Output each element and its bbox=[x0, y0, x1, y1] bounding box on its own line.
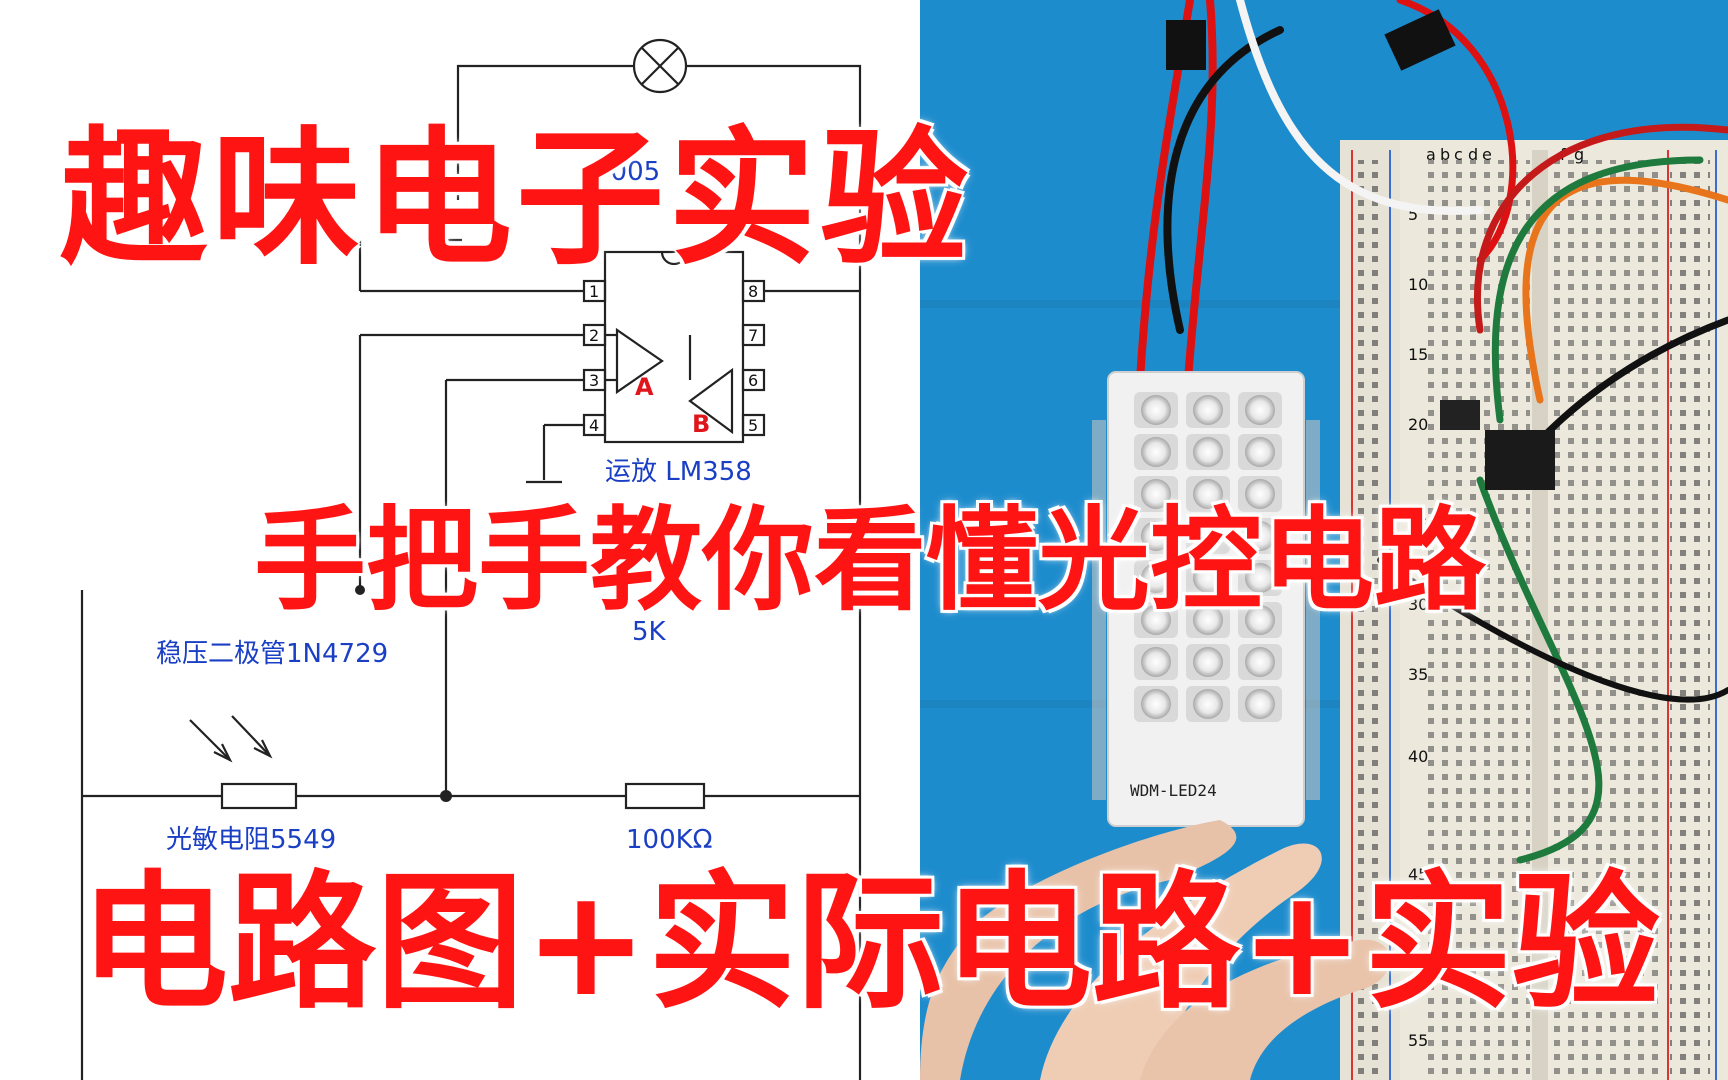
led-lens bbox=[1141, 521, 1171, 551]
led-lens bbox=[1141, 479, 1171, 509]
led-lens bbox=[1141, 605, 1171, 635]
led-lens bbox=[1193, 395, 1223, 425]
breadboard-column-label: b bbox=[1440, 145, 1450, 164]
breadboard-row-label: 30 bbox=[1408, 595, 1428, 614]
pin-number: 5 bbox=[748, 416, 758, 435]
breadboard-row-label: 15 bbox=[1408, 345, 1428, 364]
pin-number: 1 bbox=[589, 282, 599, 301]
resistor-label: 100KΩ bbox=[626, 825, 713, 855]
pin-number: 8 bbox=[748, 282, 758, 301]
chip-label: 运放 LM358 bbox=[605, 457, 752, 487]
led-lens bbox=[1245, 647, 1275, 677]
circuit-photo: a b c d e f g 5 10 15 20 25 30 35 40 45 … bbox=[920, 0, 1728, 1080]
led-lens bbox=[1245, 395, 1275, 425]
title-overlay: 趣味电子实验 bbox=[59, 112, 972, 287]
led-lens bbox=[1245, 605, 1275, 635]
breadboard-column-label: c bbox=[1454, 145, 1463, 164]
photoresistor-label: 光敏电阻5549 bbox=[166, 825, 336, 855]
led-lens bbox=[1193, 647, 1223, 677]
led-lens bbox=[1141, 689, 1171, 719]
led-lens bbox=[1141, 437, 1171, 467]
led-lens bbox=[1193, 689, 1223, 719]
led-lens bbox=[1245, 689, 1275, 719]
footer-overlay: 电路图+实际电路+实验 bbox=[78, 856, 1661, 1031]
opamp-a-label: A bbox=[635, 373, 654, 401]
led-board: WDM-LED24 bbox=[1092, 371, 1320, 827]
led-lens bbox=[1193, 605, 1223, 635]
breadboard-row-label: 50 bbox=[1408, 953, 1428, 972]
pin-number: 4 bbox=[589, 416, 599, 435]
breadboard-row-label: 40 bbox=[1408, 747, 1428, 766]
led-lens bbox=[1245, 563, 1275, 593]
breadboard-column-label: d bbox=[1468, 145, 1478, 164]
resistor-5k-label: 5K bbox=[632, 617, 667, 647]
breadboard-row-label: 25 bbox=[1408, 515, 1428, 534]
breadboard-row-label: 5 bbox=[1408, 205, 1418, 224]
led-board-label: WDM-LED24 bbox=[1130, 781, 1217, 800]
pin-number: 7 bbox=[748, 326, 758, 345]
circuit-schematic: 1 2 3 4 8 7 6 5 A B 运放 LM358 7005 稳压二极管1… bbox=[80, 38, 862, 1080]
led-lens bbox=[1141, 647, 1171, 677]
opamp-b-label: B bbox=[692, 410, 710, 438]
breadboard-row-label: 10 bbox=[1408, 275, 1428, 294]
led-lens bbox=[1193, 563, 1223, 593]
zener-label: 稳压二极管1N4729 bbox=[156, 639, 388, 669]
breadboard-row-label: 35 bbox=[1408, 665, 1428, 684]
led-lens bbox=[1193, 479, 1223, 509]
pin-number: 2 bbox=[589, 326, 599, 345]
subtitle-overlay: 手把手教你看懂光控电路 bbox=[253, 495, 1488, 628]
breadboard-row-label: 45 bbox=[1408, 865, 1428, 884]
breadboard-column-label: e bbox=[1482, 145, 1492, 164]
regulator-label: 7005 bbox=[594, 157, 660, 187]
led-lens bbox=[1193, 521, 1223, 551]
breadboard-column-label: a bbox=[1426, 145, 1436, 164]
led-lens bbox=[1193, 437, 1223, 467]
led-lens bbox=[1141, 395, 1171, 425]
pin-number: 6 bbox=[748, 371, 758, 390]
led-lens bbox=[1245, 437, 1275, 467]
breadboard-row-label: 20 bbox=[1408, 415, 1428, 434]
led-lens bbox=[1245, 521, 1275, 551]
led-lens bbox=[1245, 479, 1275, 509]
breadboard-row-label: 55 bbox=[1408, 1031, 1428, 1050]
pin-number: 3 bbox=[589, 371, 599, 390]
breadboard-column-label: g bbox=[1574, 145, 1584, 164]
led-lens bbox=[1141, 563, 1171, 593]
hand bbox=[920, 820, 1390, 1080]
